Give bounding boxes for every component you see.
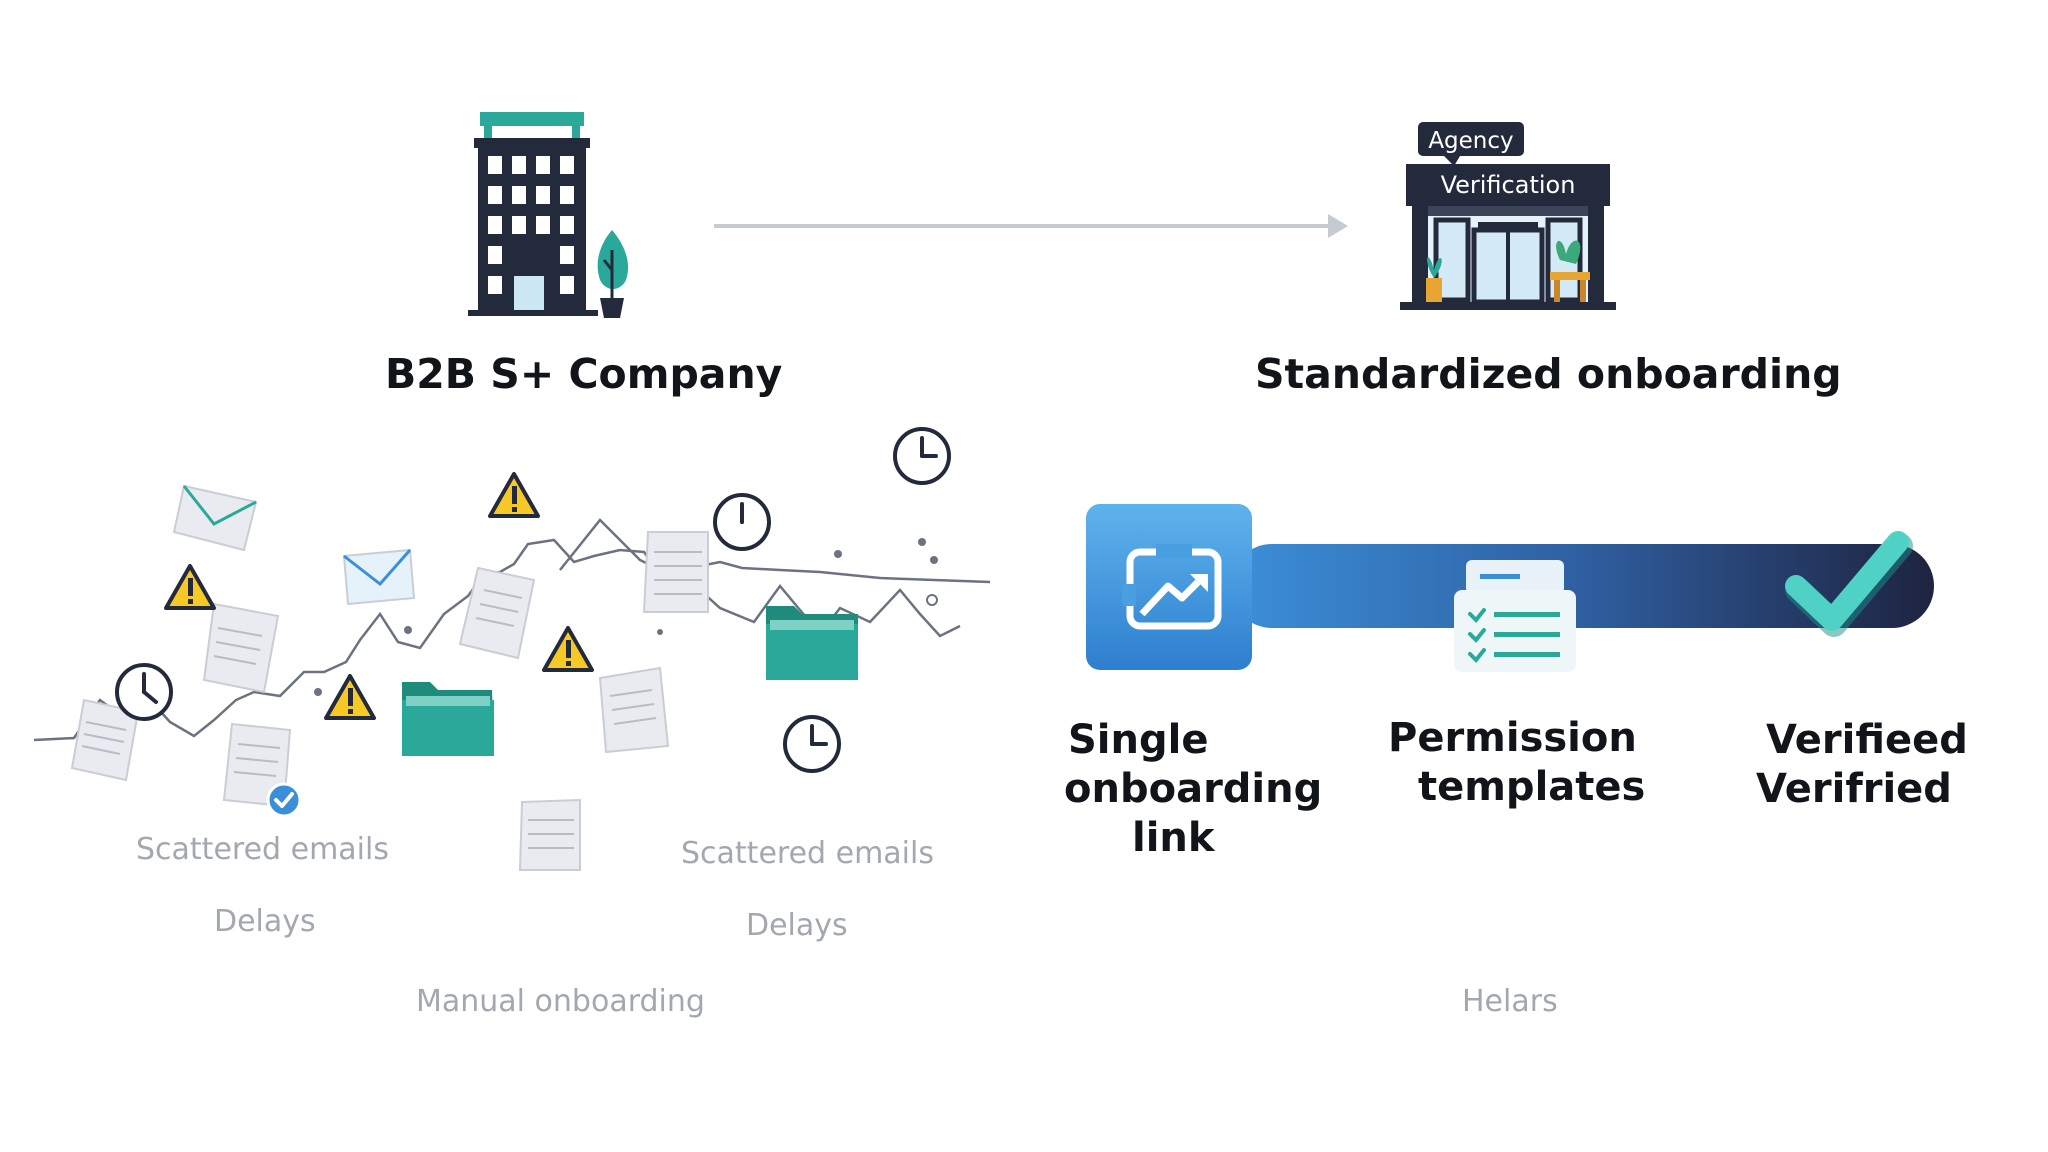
step-verified: Verifieed Verifried [1756,717,1968,812]
delays-left: Delays [214,904,316,939]
checkmark-icon [1785,531,1913,637]
company-label: B2B S+ Company [385,350,783,398]
check-badge-icon [266,782,302,818]
link-share-icon[interactable] [1122,544,1222,630]
verification-sign: Verification [1440,171,1576,199]
delays-right: Delays [746,908,848,943]
manual-onboarding-caption: Manual onboarding [416,984,705,1019]
storefront-icon [1400,122,1616,310]
scattered-emails-right: Scattered emails [681,836,934,871]
agency-tag: Agency [1428,128,1514,154]
standardized-label: Standardized onboarding [1255,350,1842,398]
chaos-illustration [33,427,991,871]
folder-icon [402,606,858,756]
checklist-icon [1454,560,1576,672]
step-permission-templates: Permission templates [1388,715,1646,810]
helars-caption: Helars [1462,984,1558,1019]
envelope-icon [172,484,416,606]
scattered-emails-left: Scattered emails [136,832,389,867]
warning-icon [164,472,594,720]
flow-arrow [714,214,1348,238]
step-single-onboarding-link: Single onboarding link [1064,717,1323,861]
office-building-icon [468,112,629,318]
clock-icon [115,427,951,773]
